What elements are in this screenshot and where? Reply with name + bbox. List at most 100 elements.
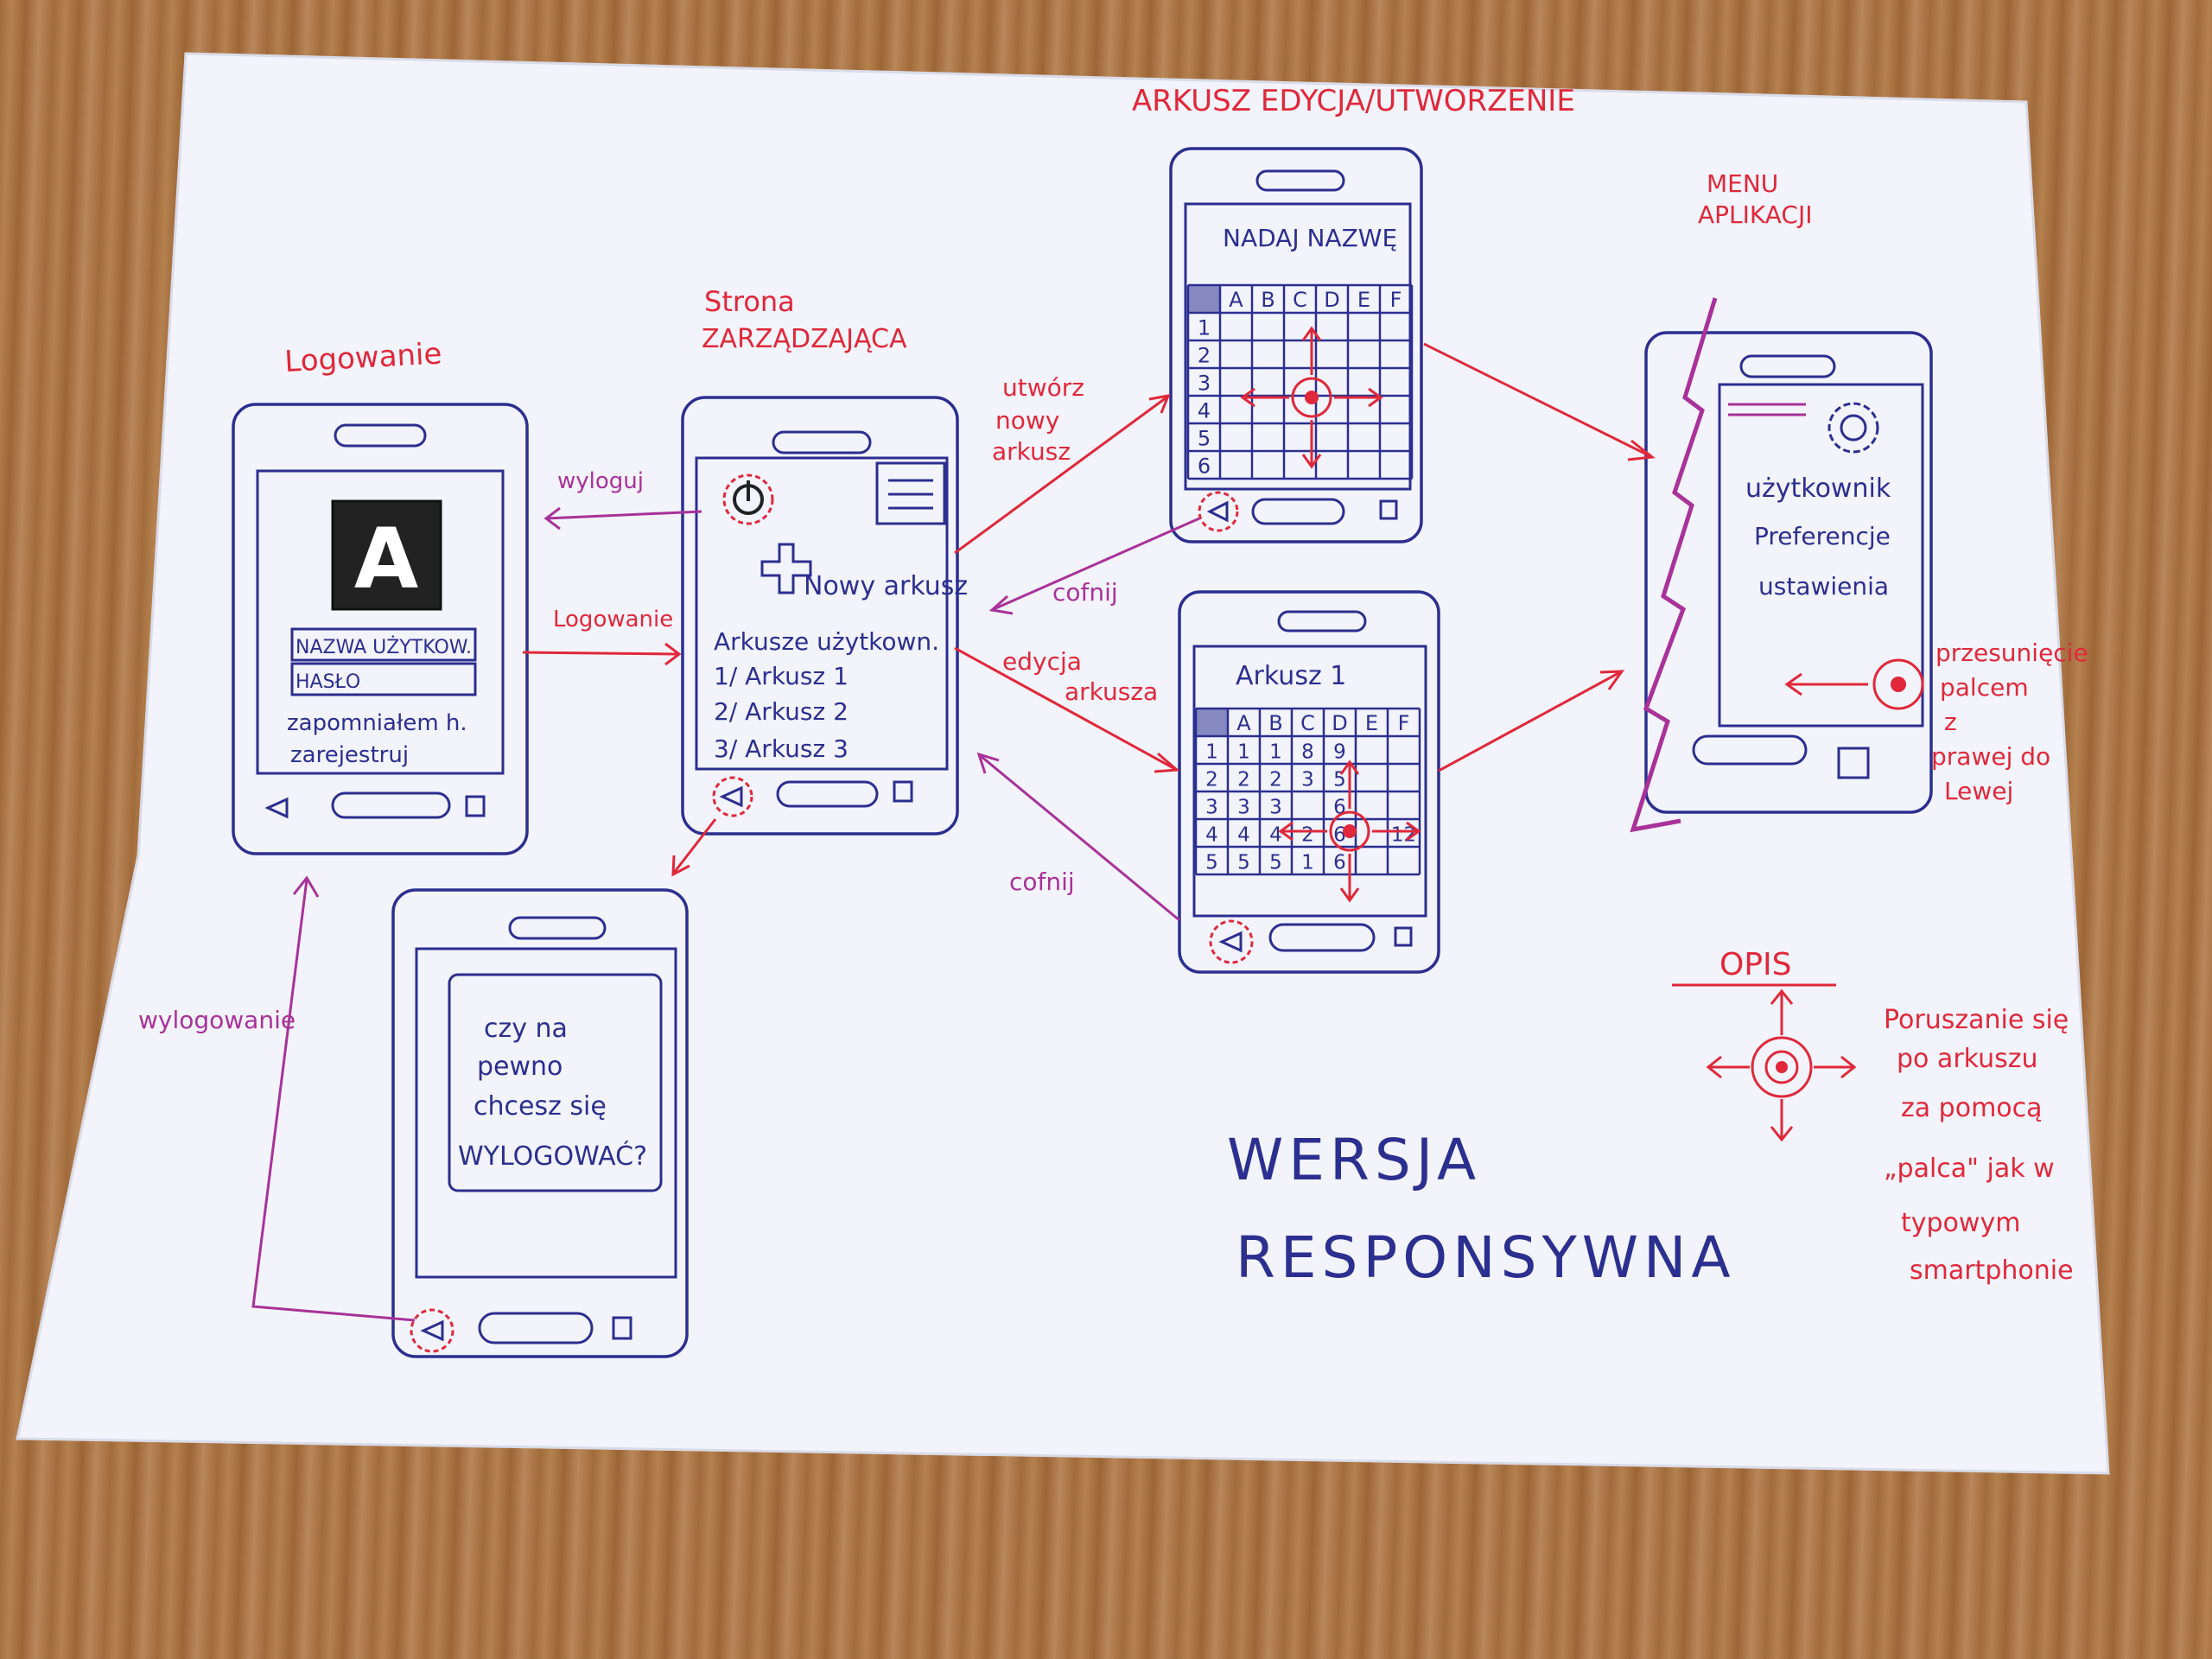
hamburger-menu-icon[interactable] [875,461,946,525]
register-link[interactable]: zarejestruj [290,742,409,768]
recent-apps-icon[interactable] [893,780,913,803]
grid-column-header: C [1300,711,1315,735]
back-icon[interactable] [719,785,743,808]
logout-question-line-2: pewno [477,1052,563,1082]
sheet-list-item-3[interactable]: 3/ Arkusz 3 [714,734,849,763]
power-icon[interactable] [722,474,774,525]
menu-item-preferences[interactable]: Preferencje [1754,522,1891,550]
grid-cell: 5 [1333,769,1346,791]
logout-arrow [545,510,702,520]
create-sheet-label-3: arkusz [992,437,1071,466]
login-display [256,469,505,775]
grid-cell: 1 [1301,852,1314,874]
recent-apps-icon[interactable] [465,795,486,817]
back-top-arrowhead [988,594,1014,615]
legend: OPIS Poruszanie się po arkuszu za pomocą… [1672,947,2074,1286]
edit-to-menu-arrowhead [1599,670,1625,690]
grid-row-header: 2 [1198,344,1211,368]
recent-apps-icon[interactable] [1837,747,1870,779]
back-icon[interactable] [420,1319,444,1342]
home-button[interactable] [1692,734,1808,766]
back-icon[interactable] [264,797,289,819]
back-icon[interactable] [1218,931,1243,953]
manage-display [695,456,949,771]
recent-apps-icon[interactable] [612,1316,632,1340]
nav-arrowhead-icon [1240,387,1255,408]
new-sheet-button[interactable]: Nowy arkusz [804,571,968,601]
home-button[interactable] [478,1312,594,1344]
grid-column-header: B [1268,711,1282,735]
edit-sheet-header: Arkusz 1 [1236,661,1346,691]
sheet-list-item-2[interactable]: 2/ Arkusz 2 [714,697,849,726]
legend-line-1: Poruszanie się [1884,1005,2069,1035]
grid-cell: 3 [1237,797,1250,819]
back-icon[interactable] [1206,500,1229,523]
create-phone-frame [1169,147,1423,543]
logout-speaker [508,916,607,940]
edit-phone-frame [1178,590,1440,974]
home-button[interactable] [331,791,451,819]
swipe-note-line-4: prawej do [1931,742,2050,771]
grid-row-header: 4 [1198,399,1211,423]
plus-icon[interactable] [760,543,812,594]
username-field[interactable] [290,627,477,662]
create-name-header[interactable]: NADAJ NAZWĘ [1223,224,1397,252]
back-top-arrow [993,517,1200,611]
nav-arrowhead-icon [1368,387,1383,408]
app-menu-screen: MENU APLIKACJI użytkownik Preferencje us… [1630,169,2088,833]
back-button-highlight [712,776,753,817]
grid-row-header: 1 [1198,316,1211,340]
manage-screen: Strona ZARZĄDZAJĄCA Nowy arkusz Arkusze … [681,285,968,836]
arrow-right-head [1840,1055,1857,1079]
target-icon [1751,1036,1813,1098]
home-button[interactable] [1251,498,1345,525]
create-sheet-arrow [954,396,1167,555]
grid-cell: 1 [1237,741,1250,764]
paper-sheet [16,52,2110,1475]
edit-to-menu-arrow [1438,671,1621,772]
grid-cell: 5 [1269,852,1282,874]
recent-apps-icon[interactable] [1394,926,1413,947]
logging-out-label: wylogowanie [138,1006,296,1034]
logout-question-line-3: chcesz się [474,1091,607,1122]
grid-column-header: F [1390,288,1402,312]
grid-cell: 1 [1269,741,1282,764]
logout-dialog [448,973,663,1192]
grid-column-header: D [1324,288,1339,312]
home-button[interactable] [776,780,879,808]
forgot-password-link[interactable]: zapomniałem h. [287,710,467,736]
menu-item-settings[interactable]: ustawienia [1758,572,1889,601]
logout-confirm-screen: czy na pewno chcesz się WYLOGOWAĆ? [391,888,689,1358]
menu-title-line2: APLIKACJI [1698,200,1813,229]
nav-arrowhead-icon [1339,760,1360,775]
grid-cell: 2 [1237,769,1250,791]
nav-arrowhead-icon [1406,821,1421,842]
login-arrowhead [664,642,682,666]
recent-apps-icon[interactable] [1379,499,1398,520]
menu-speaker [1739,354,1836,378]
footer-title: WERSJA RESPONSYWNA [1227,1127,1736,1291]
gear-icon[interactable] [1827,402,1879,454]
legend-line-3: za pomocą [1901,1093,2043,1123]
home-button[interactable] [1268,923,1376,952]
manage-title-line2: ZARZĄDZAJĄCA [702,324,907,354]
edit-sheet-label-1: edycja [1002,647,1082,676]
menu-item-user[interactable]: użytkownik [1745,474,1891,504]
logging-out-arrow [251,879,416,1322]
grid-corner-cell [1188,285,1220,313]
arrow-down-head [1770,1126,1794,1142]
password-field[interactable] [290,662,477,696]
sheet-list-item-1[interactable]: 1/ Arkusz 1 [714,662,849,690]
grid-cell: 5 [1237,852,1250,874]
footer-line-2: RESPONSYWNA [1236,1224,1736,1291]
grid-cell: 6 [1333,824,1346,847]
legend-line-2: po arkuszu [1897,1044,2038,1074]
grid-cell: 2 [1269,769,1282,791]
back-bottom-arrowhead [976,752,1000,774]
create-sheet-arrowhead [1148,394,1171,414]
menu-panel [1718,383,1924,728]
